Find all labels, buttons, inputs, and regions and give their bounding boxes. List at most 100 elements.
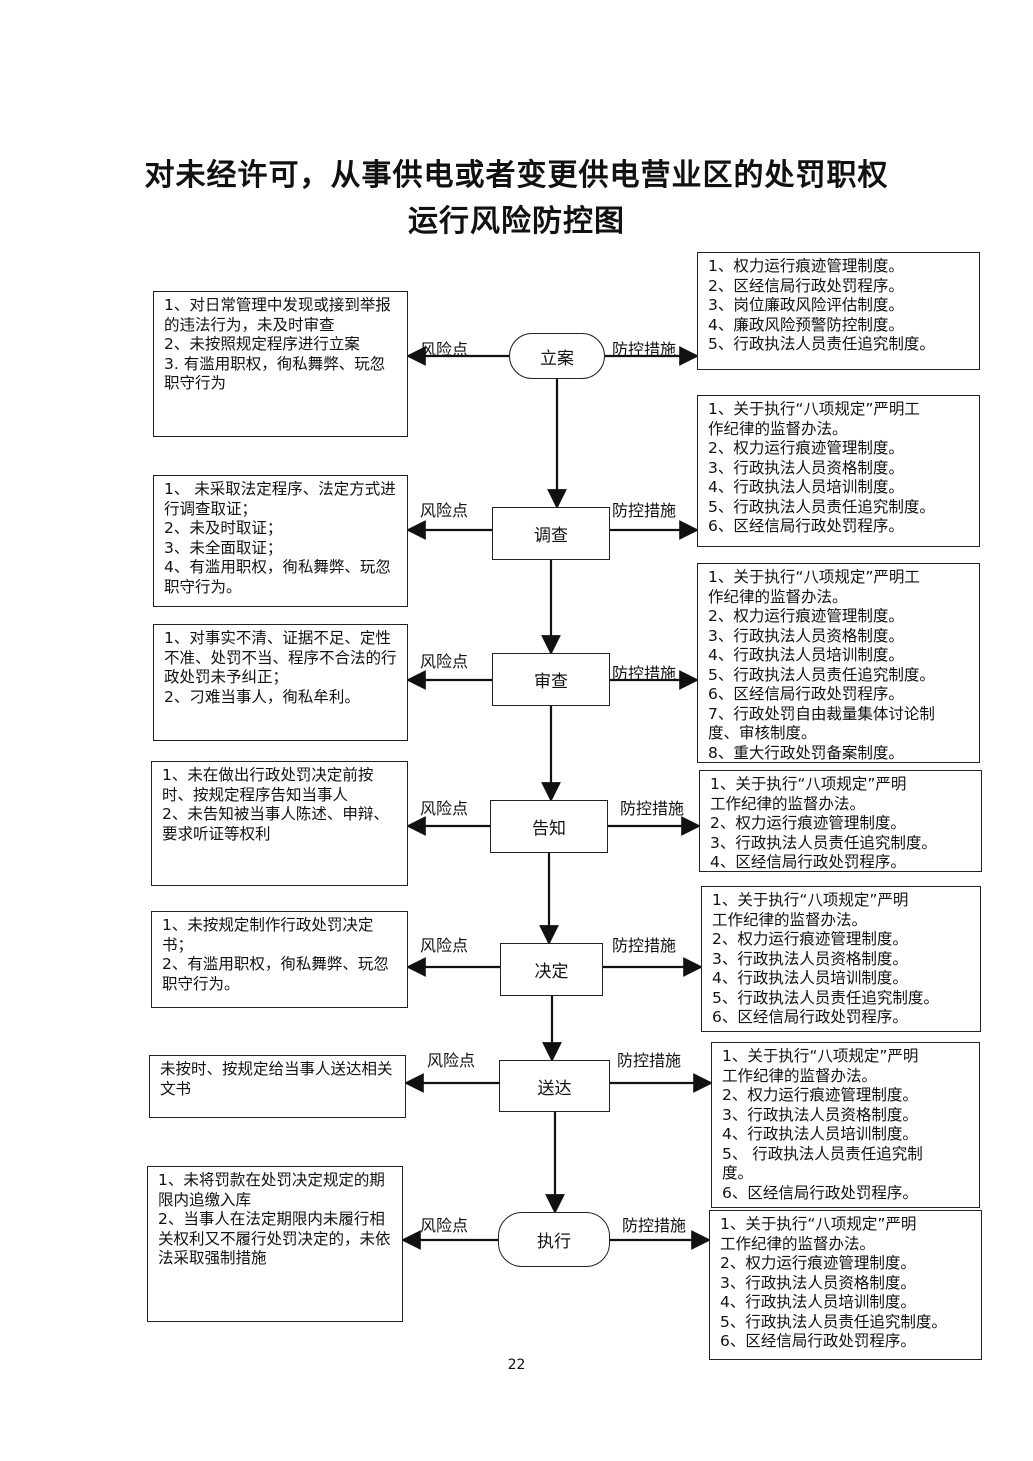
control-item: 5、行政执法人员责任追究制度。	[708, 335, 935, 353]
control-item: 2、权力运行痕迹管理制度。	[708, 439, 904, 457]
step-7-process-node: 执行	[498, 1212, 610, 1267]
step-2-risk-label: 风险点	[420, 501, 469, 520]
control-item: 作纪律的监督办法。	[708, 587, 848, 606]
control-item: 3、行政执法人员资格制度。	[712, 949, 908, 968]
step-2-control-box: 1、关于执行“八项规定”严明工作纪律的监督办法。2、权力运行痕迹管理制度。3、行…	[697, 395, 980, 547]
control-item: 工作纪律的监督办法。	[722, 1066, 878, 1085]
control-item: 1、关于执行“八项规定”严明工	[708, 568, 920, 586]
step-6-control-label: 防控措施	[617, 1051, 682, 1070]
control-item: 6、区经信局行政处罚程序。	[708, 517, 904, 535]
control-item: 4、行政执法人员培训制度。	[708, 478, 904, 496]
risk-item: 2、未告知被当事人陈述、申辩、要求听证等权利	[162, 805, 389, 843]
diagram-title-line2: 运行风险防控图	[408, 204, 625, 239]
step-3-process-node: 审查	[492, 653, 610, 706]
control-item: 4、区经信局行政处罚程序。	[710, 853, 906, 871]
control-item: 5、行政执法人员责任追究制度。	[720, 1312, 947, 1331]
step-7-control-box: 1、关于执行“八项规定”严明工作纪律的监督办法。2、权力运行痕迹管理制度。3、行…	[709, 1210, 982, 1360]
page-number: 22	[507, 1357, 526, 1373]
step-4-control-label: 防控措施	[620, 799, 685, 818]
step-6-risk-label: 风险点	[427, 1051, 476, 1070]
control-item: 3、行政执法人员资格制度。	[722, 1105, 918, 1124]
control-item: 2、权力运行痕迹管理制度。	[722, 1086, 918, 1104]
step-4-control-box: 1、关于执行“八项规定”严明工作纪律的监督办法。2、权力运行痕迹管理制度。3、行…	[699, 770, 982, 872]
control-item: 度。	[722, 1164, 754, 1182]
control-item: 工作纪律的监督办法。	[712, 910, 868, 929]
risk-item: 1、对日常管理中发现或接到举报的违法行为，未及时审查	[164, 296, 391, 334]
step-3-control-box: 1、关于执行“八项规定”严明工作纪律的监督办法。2、权力运行痕迹管理制度。3、行…	[697, 563, 980, 763]
risk-item: 未按时、按规定给当事人送达相关文书	[160, 1060, 393, 1098]
control-item: 4、廉政风险预警防控制度。	[708, 315, 904, 334]
control-item: 1、关于执行“八项规定”严明	[712, 891, 909, 909]
risk-item: 1、未按规定制作行政处罚决定书；	[162, 916, 374, 954]
control-item: 1、关于执行“八项规定”严明	[720, 1215, 917, 1233]
control-item: 1、权力运行痕迹管理制度。	[708, 257, 904, 275]
step-1-control-label: 防控措施	[612, 340, 677, 359]
control-item: 工作纪律的监督办法。	[710, 794, 866, 813]
step-2-control-label: 防控措施	[612, 501, 677, 520]
step-5-risk-box: 1、未按规定制作行政处罚决定书；2、有滥用职权，徇私舞弊、玩忽职守行为。	[151, 911, 408, 1008]
control-item: 3、行政执法人员责任追究制度。	[710, 833, 937, 852]
step-6-risk-box: 未按时、按规定给当事人送达相关文书	[149, 1055, 406, 1118]
diagram-title-line1: 对未经许可，从事供电或者变更供电营业区的处罚职权	[144, 158, 889, 193]
risk-item: 2、当事人在法定期限内未履行相关权利又不履行处罚决定的，未依法采取强制措施	[158, 1210, 391, 1267]
control-item: 5、行政执法人员责任追究制度。	[708, 497, 935, 516]
control-item: 8、重大行政处罚备案制度。	[708, 743, 904, 762]
control-item: 2、权力运行痕迹管理制度。	[712, 930, 908, 948]
control-item: 1、关于执行“八项规定”严明	[722, 1047, 919, 1065]
step-7-risk-label: 风险点	[420, 1216, 469, 1235]
risk-item: 2、未按照规定程序进行立案	[164, 335, 360, 353]
step-5-control-box: 1、关于执行“八项规定”严明工作纪律的监督办法。2、权力运行痕迹管理制度。3、行…	[701, 886, 981, 1032]
risk-item: 1、对事实不清、证据不足、定性不准、处罚不当、程序不合法的行政处罚未予纠正；	[164, 629, 397, 686]
risk-item: 2、有滥用职权，徇私舞弊、玩忽职守行为。	[162, 955, 389, 993]
control-item: 3、岗位廉政风险评估制度。	[708, 296, 904, 314]
control-item: 4、行政执法人员培训制度。	[708, 646, 904, 664]
step-1-process-node: 立案	[509, 333, 605, 379]
risk-item: 1、未将罚款在处罚决定规定的期限内追缴入库	[158, 1171, 385, 1209]
step-5-control-label: 防控措施	[612, 936, 677, 955]
risk-item: 3. 有滥用职权，徇私舞弊、玩忽职守行为	[164, 354, 386, 393]
control-item: 3、行政执法人员资格制度。	[708, 626, 904, 645]
control-item: 1、关于执行“八项规定”严明工	[708, 400, 920, 418]
control-item: 6、区经信局行政处罚程序。	[720, 1332, 916, 1350]
control-item: 作纪律的监督办法。	[708, 419, 848, 438]
control-item: 3、行政执法人员资格制度。	[720, 1273, 916, 1292]
risk-item: 4、有滥用职权，徇私舞弊、玩忽职守行为。	[164, 558, 391, 596]
step-6-process-node: 送达	[499, 1060, 610, 1112]
step-2-risk-box: 1、 未采取法定程序、法定方式进行调查取证；2、未及时取证；3、未全面取证；4、…	[153, 475, 408, 607]
risk-item: 3、未全面取证；	[164, 538, 283, 557]
risk-item: 2、未及时取证；	[164, 519, 283, 537]
control-item: 2、区经信局行政处罚程序。	[708, 276, 904, 295]
step-4-process-node: 告知	[490, 800, 608, 853]
control-item: 6、区经信局行政处罚程序。	[712, 1008, 908, 1026]
step-5-process-node: 决定	[500, 943, 603, 996]
control-item: 3、行政执法人员资格制度。	[708, 458, 904, 477]
control-item: 2、权力运行痕迹管理制度。	[708, 607, 904, 625]
step-2-process-node: 调查	[492, 507, 610, 560]
step-4-risk-label: 风险点	[420, 799, 469, 818]
control-item: 工作纪律的监督办法。	[720, 1234, 876, 1253]
step-5-risk-label: 风险点	[420, 936, 469, 955]
step-1-control-box: 1、权力运行痕迹管理制度。2、区经信局行政处罚程序。3、岗位廉政风险评估制度。4…	[697, 252, 980, 370]
control-item: 7、行政处罚自由裁量集体讨论制	[708, 704, 935, 723]
step-3-risk-label: 风险点	[420, 652, 469, 671]
control-item: 4、行政执法人员培训制度。	[712, 969, 908, 987]
control-item: 2、权力运行痕迹管理制度。	[720, 1254, 916, 1272]
control-item: 2、权力运行痕迹管理制度。	[710, 814, 906, 832]
risk-item: 1、 未采取法定程序、法定方式进行调查取证；	[164, 480, 396, 518]
control-item: 5、 行政执法人员责任追究制	[722, 1144, 923, 1163]
control-item: 1、关于执行“八项规定”严明	[710, 775, 907, 793]
control-item: 6、区经信局行政处罚程序。	[708, 685, 904, 703]
step-6-control-box: 1、关于执行“八项规定”严明工作纪律的监督办法。2、权力运行痕迹管理制度。3、行…	[711, 1042, 980, 1208]
control-item: 4、行政执法人员培训制度。	[720, 1293, 916, 1311]
risk-item: 2、刁难当事人，徇私牟利。	[164, 687, 360, 706]
control-item: 度、审核制度。	[708, 724, 817, 742]
control-item: 6、区经信局行政处罚程序。	[722, 1183, 918, 1202]
control-item: 5、行政执法人员责任追究制度。	[708, 665, 935, 684]
step-1-risk-label: 风险点	[420, 340, 469, 359]
control-item: 4、行政执法人员培训制度。	[722, 1125, 918, 1143]
control-item: 5、行政执法人员责任追究制度。	[712, 988, 939, 1007]
